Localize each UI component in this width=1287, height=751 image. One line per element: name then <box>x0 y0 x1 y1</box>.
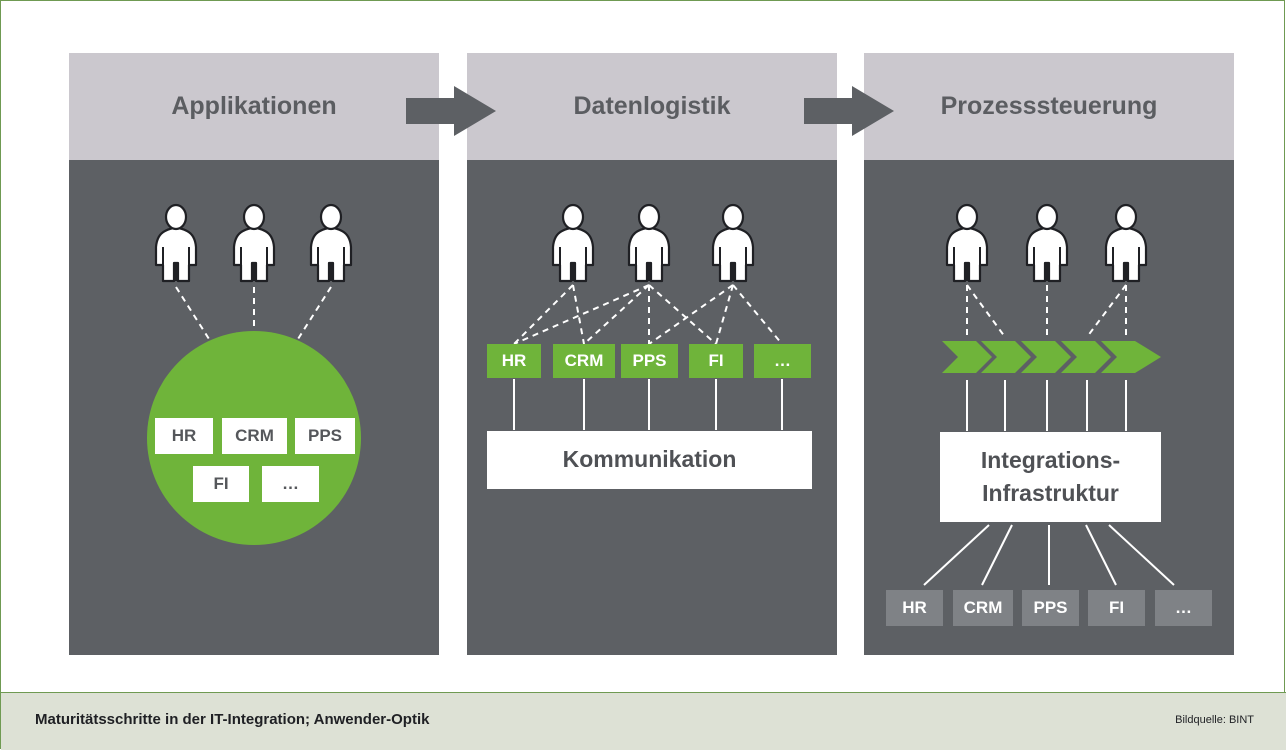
module-hr: HR <box>886 590 943 626</box>
bus-label-line1: Integrations- <box>980 446 1121 473</box>
user-icon <box>1103 203 1149 283</box>
module-crm: CRM <box>953 590 1013 626</box>
panel-prozesssteuerung: Prozesssteuerung <box>864 53 1234 655</box>
step-arrow-icon <box>406 86 496 136</box>
module-hr: HR <box>155 418 213 454</box>
module-fi: FI <box>193 466 249 502</box>
user-icon <box>153 203 199 283</box>
user-icon <box>308 203 354 283</box>
caption-bar: Maturitätsschritte in der IT-Integration… <box>1 692 1286 750</box>
module-pps: PPS <box>1022 590 1079 626</box>
user-icon <box>626 203 672 283</box>
panel-applikationen: Applikationen HR CRM PPS FI … <box>69 53 439 655</box>
image-source: Bildquelle: BINT <box>1175 714 1254 726</box>
panel-datenlogistik: Datenlogistik HR CRM PPS <box>467 53 837 655</box>
user-icon <box>1024 203 1070 283</box>
user-icon <box>231 203 277 283</box>
module-pps: PPS <box>295 418 355 454</box>
module-fi: FI <box>1088 590 1145 626</box>
user-icon <box>944 203 990 283</box>
communication-bus: Kommunikation <box>487 431 812 489</box>
process-chevrons <box>942 341 1161 373</box>
panel-title: Datenlogistik <box>467 53 837 160</box>
panel-title: Applikationen <box>69 53 439 160</box>
module-more: … <box>262 466 319 502</box>
user-icon <box>550 203 596 283</box>
panel-title: Prozesssteuerung <box>864 53 1234 160</box>
bus-label-line2: Infrastruktur <box>982 480 1119 506</box>
module-fi: FI <box>689 344 743 378</box>
step-arrow-icon <box>804 86 894 136</box>
module-pps: PPS <box>621 344 678 378</box>
user-icon <box>710 203 756 283</box>
module-more: … <box>754 344 811 378</box>
integration-infrastructure: Integrations- Infrastruktur <box>940 432 1161 522</box>
module-hr: HR <box>487 344 541 378</box>
module-crm: CRM <box>553 344 615 378</box>
figure-caption: Maturitätsschritte in der IT-Integration… <box>35 711 430 728</box>
module-more: … <box>1155 590 1212 626</box>
module-crm: CRM <box>222 418 287 454</box>
